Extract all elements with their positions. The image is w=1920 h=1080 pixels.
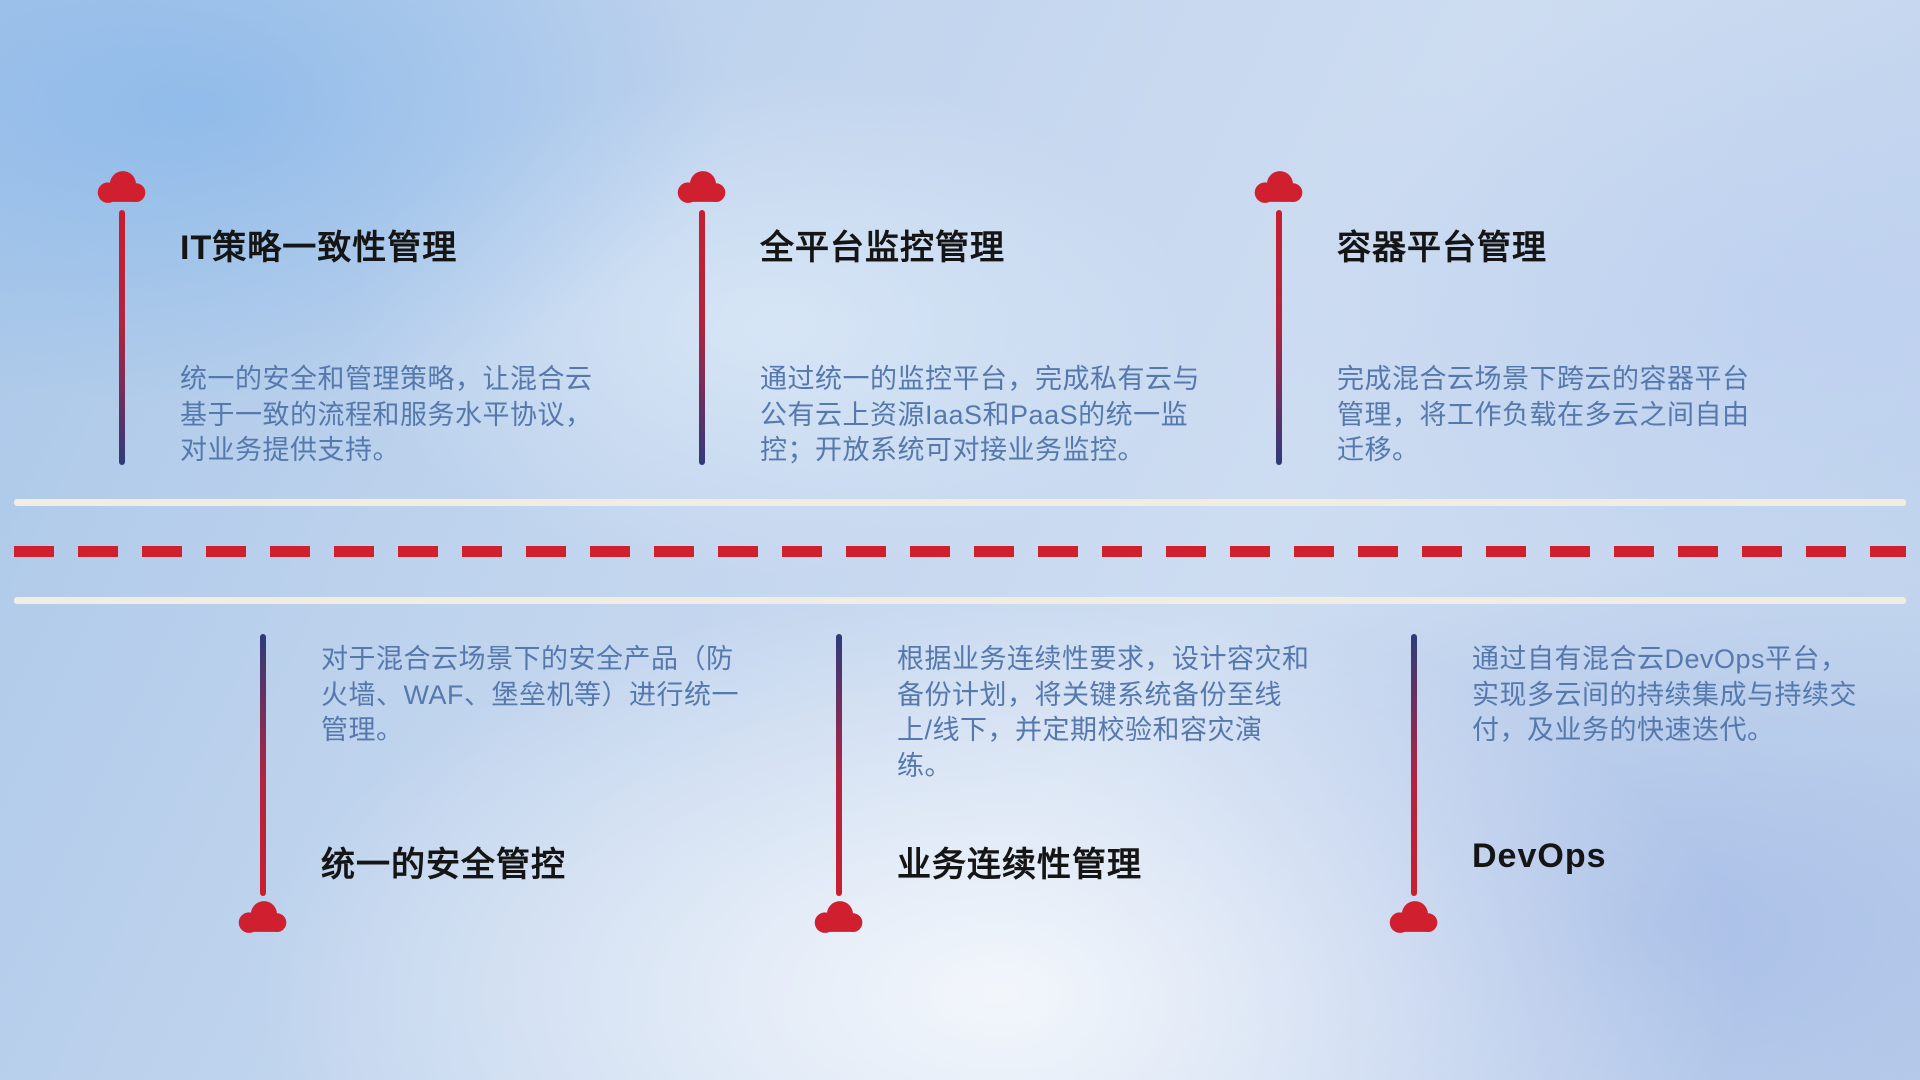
road-top-line — [14, 499, 1906, 506]
item-title: 业务连续性管理 — [897, 846, 1142, 884]
timeline-stem — [699, 210, 705, 465]
item-description: 对于混合云场景下的安全产品（防火墙、WAF、堡垒机等）进行统一管理。 — [321, 644, 739, 746]
item-title: 统一的安全管控 — [321, 846, 566, 884]
timeline-stem — [1411, 634, 1417, 896]
item-title: 容器平台管理 — [1337, 229, 1547, 267]
item-title: 全平台监控管理 — [760, 229, 1005, 267]
item-description: 根据业务连续性要求，设计容灾和备份计划，将关键系统备份至线上/线下，并定期校验和… — [897, 644, 1310, 781]
timeline-stem — [260, 634, 266, 896]
cloud-icon — [1389, 901, 1438, 933]
road-bottom-line — [14, 597, 1906, 604]
cloud-icon — [677, 171, 726, 203]
item-description: 通过统一的监控平台，完成私有云与公有云上资源IaaS和PaaS的统一监控；开放系… — [760, 364, 1200, 466]
cloud-icon — [1254, 171, 1303, 203]
road-center-dashed-line — [14, 546, 1906, 557]
timeline-stem — [119, 210, 125, 465]
cloud-icon — [814, 901, 863, 933]
item-title: IT策略一致性管理 — [180, 229, 458, 267]
item-description: 统一的安全和管理策略，让混合云基于一致的流程和服务水平协议，对业务提供支持。 — [180, 364, 593, 466]
cloud-icon — [97, 171, 146, 203]
item-description: 通过自有混合云DevOps平台，实现多云间的持续集成与持续交付，及业务的快速迭代… — [1472, 644, 1857, 746]
item-description: 完成混合云场景下跨云的容器平台管理，将工作负载在多云之间自由迁移。 — [1337, 364, 1750, 466]
timeline-stem — [1276, 210, 1282, 465]
cloud-icon — [238, 901, 287, 933]
item-title: DevOps — [1472, 837, 1607, 875]
timeline-stem — [836, 634, 842, 896]
